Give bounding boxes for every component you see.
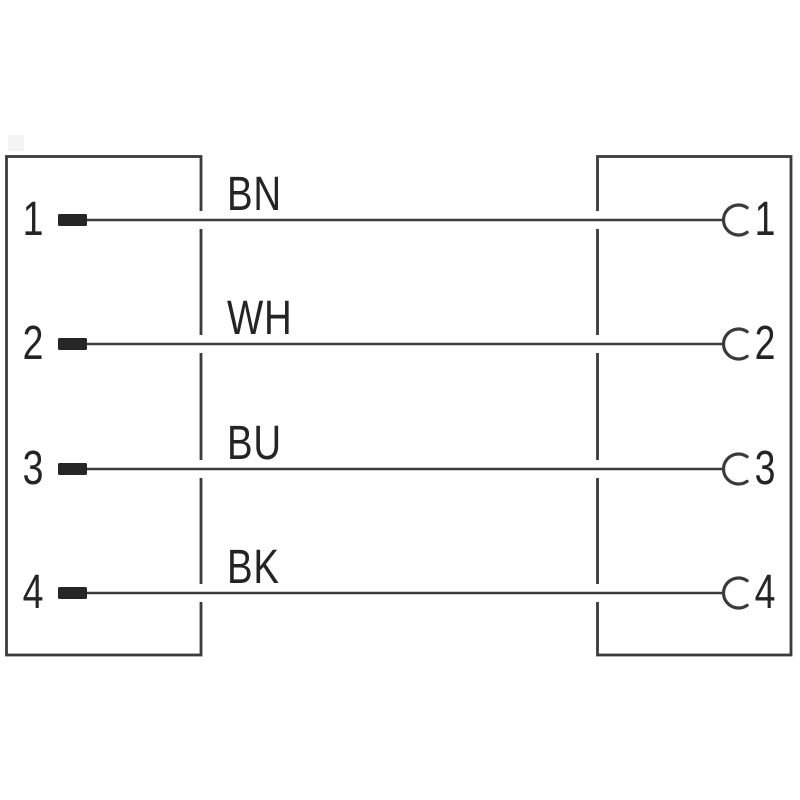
right-connector-body bbox=[596, 155, 793, 657]
right-pin-number-1: 1 bbox=[754, 193, 776, 246]
wire-color-label-bu: BU bbox=[227, 417, 282, 470]
left-connector-body bbox=[5, 155, 203, 657]
wire-color-label-wh: WH bbox=[227, 292, 293, 345]
right-pin-number-4: 4 bbox=[754, 566, 776, 619]
scan-artifact bbox=[8, 135, 24, 151]
pin-terminal-icon bbox=[58, 214, 87, 226]
left-pin-terminals bbox=[58, 214, 87, 599]
wire-color-label-bk: BK bbox=[227, 541, 280, 594]
right-pin-number-3: 3 bbox=[754, 442, 776, 495]
socket-contact-icon bbox=[721, 327, 749, 361]
pin-terminal-icon bbox=[58, 463, 87, 475]
wire-color-label-bn: BN bbox=[227, 168, 282, 221]
socket-contact-icon bbox=[721, 576, 749, 610]
left-pin-number-1: 1 bbox=[22, 193, 44, 246]
right-pin-number-2: 2 bbox=[754, 317, 776, 370]
wires bbox=[87, 218, 724, 595]
pin-terminal-icon bbox=[58, 338, 87, 350]
right-socket-contacts bbox=[721, 203, 749, 610]
socket-contact-icon bbox=[721, 203, 749, 237]
left-pin-number-3: 3 bbox=[22, 442, 44, 495]
pin-terminal-icon bbox=[58, 587, 87, 599]
left-pin-number-4: 4 bbox=[22, 566, 44, 619]
socket-contact-icon bbox=[721, 452, 749, 486]
left-pin-number-2: 2 bbox=[22, 317, 44, 370]
